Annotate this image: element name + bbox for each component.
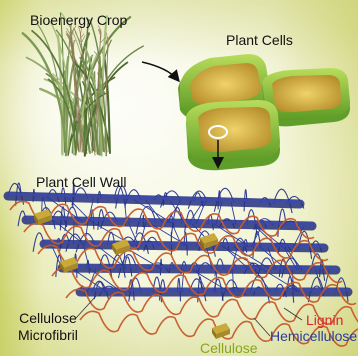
hemicellulose-crosslink: [73, 221, 74, 244]
label-bioenergy-crop: Bioenergy Crop: [30, 12, 127, 28]
label-cellulose: Cellulose: [200, 340, 258, 356]
label-cellulose-microfibril-line1: Cellulose: [18, 310, 78, 327]
bioenergy-crop-illustration: [23, 13, 143, 156]
label-lignin: Lignin: [306, 312, 343, 328]
label-hemicellulose: Hemicellulose: [270, 328, 357, 344]
label-cellulose-microfibril-line2: Microfibril: [18, 327, 78, 344]
label-plant-cells: Plant Cells: [226, 32, 293, 48]
arrow-crop-to-cells: [142, 62, 178, 80]
grass-seed-spikelet: [67, 28, 71, 34]
label-cellulose-microfibril: Cellulose Microfibril: [18, 310, 78, 344]
plant-cells-illustration: [178, 54, 350, 170]
plant-cell-bottom: [186, 100, 280, 170]
label-plant-cell-wall: Plant Cell Wall: [36, 174, 127, 190]
